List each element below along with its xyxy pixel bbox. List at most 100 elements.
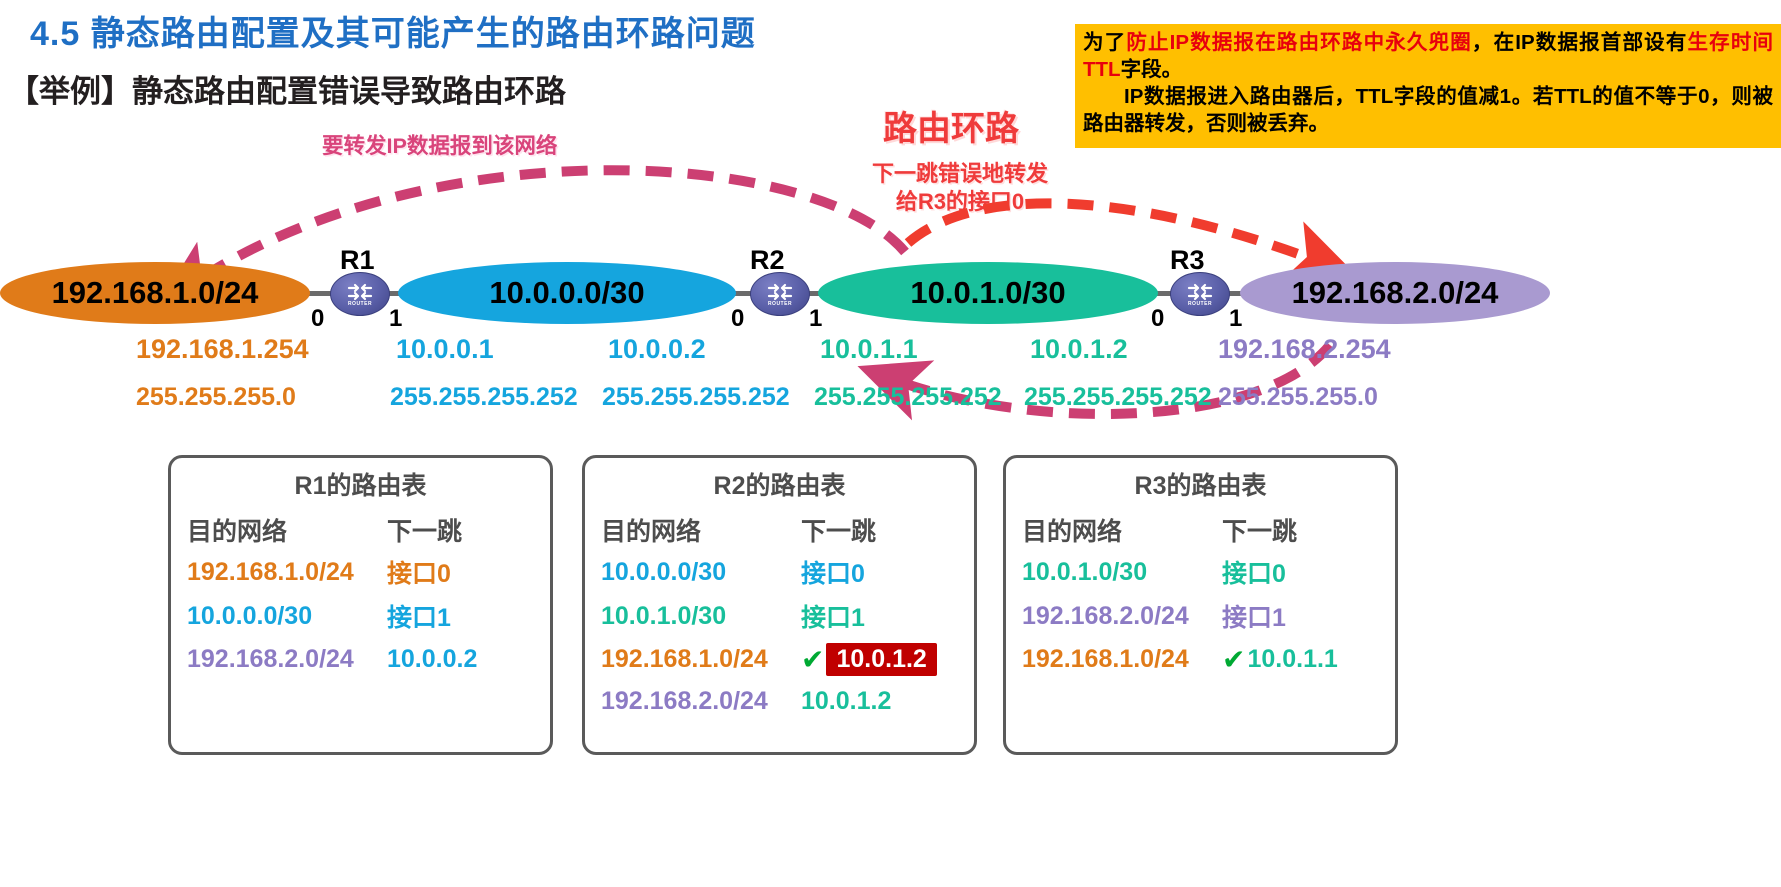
routing-table-title: R3的路由表	[1134, 472, 1267, 500]
ttl-callout-box: 为了防止IP数据报在路由环路中永久兜圈，在IP数据报首部设有生存时间TTL字段。…	[1075, 24, 1781, 148]
router-label-r3: R3	[1170, 245, 1205, 275]
network-oval-4: 192.168.2.0/24	[1240, 262, 1550, 324]
port-label-r2-1: 1	[809, 305, 823, 332]
column-header-destination: 目的网络	[187, 518, 288, 546]
cell-destination-network: 10.0.0.0/30	[187, 601, 313, 630]
cell-next-hop: 10.0.1.2	[826, 642, 937, 676]
table-row[interactable]: 10.0.1.0/30 接口0	[1022, 554, 1379, 590]
port-label-r2-0: 0	[731, 305, 745, 332]
ttl-line-2: IP数据报进入路由器后，TTL字段的值减1。若TTL的值不等于0，则被路由器转发…	[1083, 85, 1773, 136]
interface-ip-4: 10.0.1.2	[1030, 334, 1128, 364]
cell-next-hop: 接口1	[1222, 604, 1286, 632]
column-header-destination: 目的网络	[601, 518, 702, 546]
cell-destination-network: 192.168.1.0/24	[601, 644, 768, 673]
cell-next-hop: 10.0.1.1	[1247, 644, 1338, 673]
ttl-line-1: 为了防止IP数据报在路由环路中永久兜圈，在IP数据报首部设有生存时间TTL字段。	[1083, 29, 1773, 83]
cell-next-hop: 接口0	[387, 560, 451, 588]
check-icon: ✔	[1222, 643, 1246, 675]
network-oval-1: 192.168.1.0/24	[0, 262, 310, 324]
table-row[interactable]: 10.0.0.0/30 接口0	[601, 554, 958, 590]
interface-mask-3: 255.255.255.252	[814, 383, 1002, 411]
cell-destination-network: 192.168.2.0/24	[187, 644, 354, 673]
table-row[interactable]: 192.168.2.0/24 10.0.0.2	[187, 642, 534, 676]
cell-destination-network: 10.0.1.0/30	[1022, 557, 1148, 586]
routing-table-header: 目的网络 下一跳	[601, 512, 958, 548]
cell-next-hop: 10.0.1.2	[801, 686, 892, 715]
link-net1-r1	[300, 291, 336, 296]
cell-destination-network: 192.168.2.0/24	[601, 686, 768, 715]
cell-next-hop: 接口0	[801, 560, 865, 588]
cell-next-hop: 10.0.0.2	[387, 644, 478, 673]
link-net2-r2	[726, 291, 756, 296]
column-header-next-hop: 下一跳	[1222, 518, 1298, 546]
ttl-text-a: 为了	[1083, 31, 1127, 54]
page-title: 4.5 静态路由配置及其可能产生的路由环路问题	[30, 15, 756, 53]
column-header-next-hop: 下一跳	[387, 518, 463, 546]
table-row[interactable]: 192.168.1.0/24✔10.0.1.1	[1022, 642, 1379, 676]
interface-ip-3: 10.0.1.1	[820, 334, 918, 364]
column-header-next-hop: 下一跳	[801, 518, 877, 546]
cell-destination-network: 10.0.0.0/30	[601, 557, 727, 586]
cell-next-hop: 接口1	[387, 604, 451, 632]
router-caption: ROUTER	[1187, 300, 1213, 307]
router-icon-r2[interactable]: ROUTER	[750, 272, 810, 316]
routing-table-header: 目的网络 下一跳	[1022, 512, 1379, 548]
routing-table-r2: R2的路由表目的网络 下一跳 10.0.0.0/30 接口0 10.0.1.0/30 接口…	[582, 455, 977, 755]
interface-mask-2: 255.255.255.252	[602, 383, 790, 411]
router-icon	[1187, 283, 1213, 300]
table-row[interactable]: 10.0.1.0/30 接口1	[601, 598, 958, 634]
interface-mask-5: 255.255.255.0	[1218, 383, 1378, 411]
cell-destination-network: 10.0.1.0/30	[601, 601, 727, 630]
wrong-hop-line-1: 下一跳错误地转发	[871, 161, 1048, 186]
router-label-r2: R2	[750, 245, 785, 275]
port-label-r3-0: 0	[1151, 305, 1165, 332]
cell-next-hop: 接口1	[801, 604, 865, 632]
routing-table-r3: R3的路由表目的网络 下一跳 10.0.1.0/30 接口0 192.168.2.0/2…	[1003, 455, 1398, 755]
link-net3-r3	[1146, 291, 1174, 296]
network-oval-3: 10.0.1.0/30	[818, 262, 1158, 324]
routing-loop-label: 路由环路	[883, 110, 1019, 148]
wrong-next-hop-annotation: 下一跳错误地转发 给R3的接口0	[860, 160, 1060, 215]
cell-next-hop: 接口0	[1222, 560, 1286, 588]
interface-mask-4: 255.255.255.252	[1024, 383, 1212, 411]
network-oval-2: 10.0.0.0/30	[398, 262, 736, 324]
check-icon: ✔	[801, 643, 825, 675]
router-icon-r1[interactable]: ROUTER	[330, 272, 390, 316]
routing-table-header: 目的网络 下一跳	[187, 512, 534, 548]
interface-mask-0: 255.255.255.0	[136, 383, 296, 411]
ttl-text-c: 字段。	[1120, 58, 1183, 82]
interface-ip-1: 10.0.0.1	[396, 334, 494, 364]
ttl-text-red-1: 防止IP数据报在路由环路中永久兜圈	[1126, 31, 1472, 54]
interface-ip-5: 192.168.2.254	[1218, 334, 1391, 364]
routing-table-title: R1的路由表	[294, 472, 427, 500]
table-row[interactable]: 192.168.1.0/24 ✔10.0.1.2	[601, 642, 958, 676]
link-r2-net3	[802, 291, 830, 296]
ttl-text-red-2: 生存时间TTL	[1083, 31, 1773, 82]
forward-to-network-annotation: 要转发IP数据报到该网络	[322, 134, 558, 158]
ttl-text-b: ，在IP数据报首部设有	[1471, 31, 1688, 54]
link-r1-net2	[382, 291, 410, 296]
router-icon	[347, 283, 373, 300]
cell-destination-network: 192.168.2.0/24	[1022, 601, 1189, 630]
routing-table-r1: R1的路由表目的网络 下一跳 192.168.1.0/24 接口0 10.0.0.0/3…	[168, 455, 553, 755]
link-r3-net4	[1222, 291, 1252, 296]
interface-mask-1: 255.255.255.252	[390, 383, 578, 411]
port-label-r3-1: 1	[1229, 305, 1243, 332]
cell-destination-network: 192.168.1.0/24	[187, 557, 354, 586]
table-row[interactable]: 192.168.2.0/24 10.0.1.2	[601, 684, 958, 718]
router-icon-r3[interactable]: ROUTER	[1170, 272, 1230, 316]
router-caption: ROUTER	[767, 300, 793, 307]
interface-ip-2: 10.0.0.2	[608, 334, 706, 364]
table-row[interactable]: 10.0.0.0/30 接口1	[187, 598, 534, 634]
table-row[interactable]: 192.168.2.0/24 接口1	[1022, 598, 1379, 634]
router-label-r1: R1	[340, 245, 375, 275]
port-label-r1-1: 1	[389, 305, 403, 332]
page-subtitle: 【举例】静态路由配置错误导致路由环路	[8, 74, 566, 109]
routing-table-title: R2的路由表	[713, 472, 846, 500]
router-icon	[767, 283, 793, 300]
column-header-destination: 目的网络	[1022, 518, 1123, 546]
wrong-hop-line-2: 给R3的接口0	[895, 188, 1025, 214]
interface-ip-0: 192.168.1.254	[136, 334, 309, 364]
table-row[interactable]: 192.168.1.0/24 接口0	[187, 554, 534, 590]
router-caption: ROUTER	[347, 300, 373, 307]
